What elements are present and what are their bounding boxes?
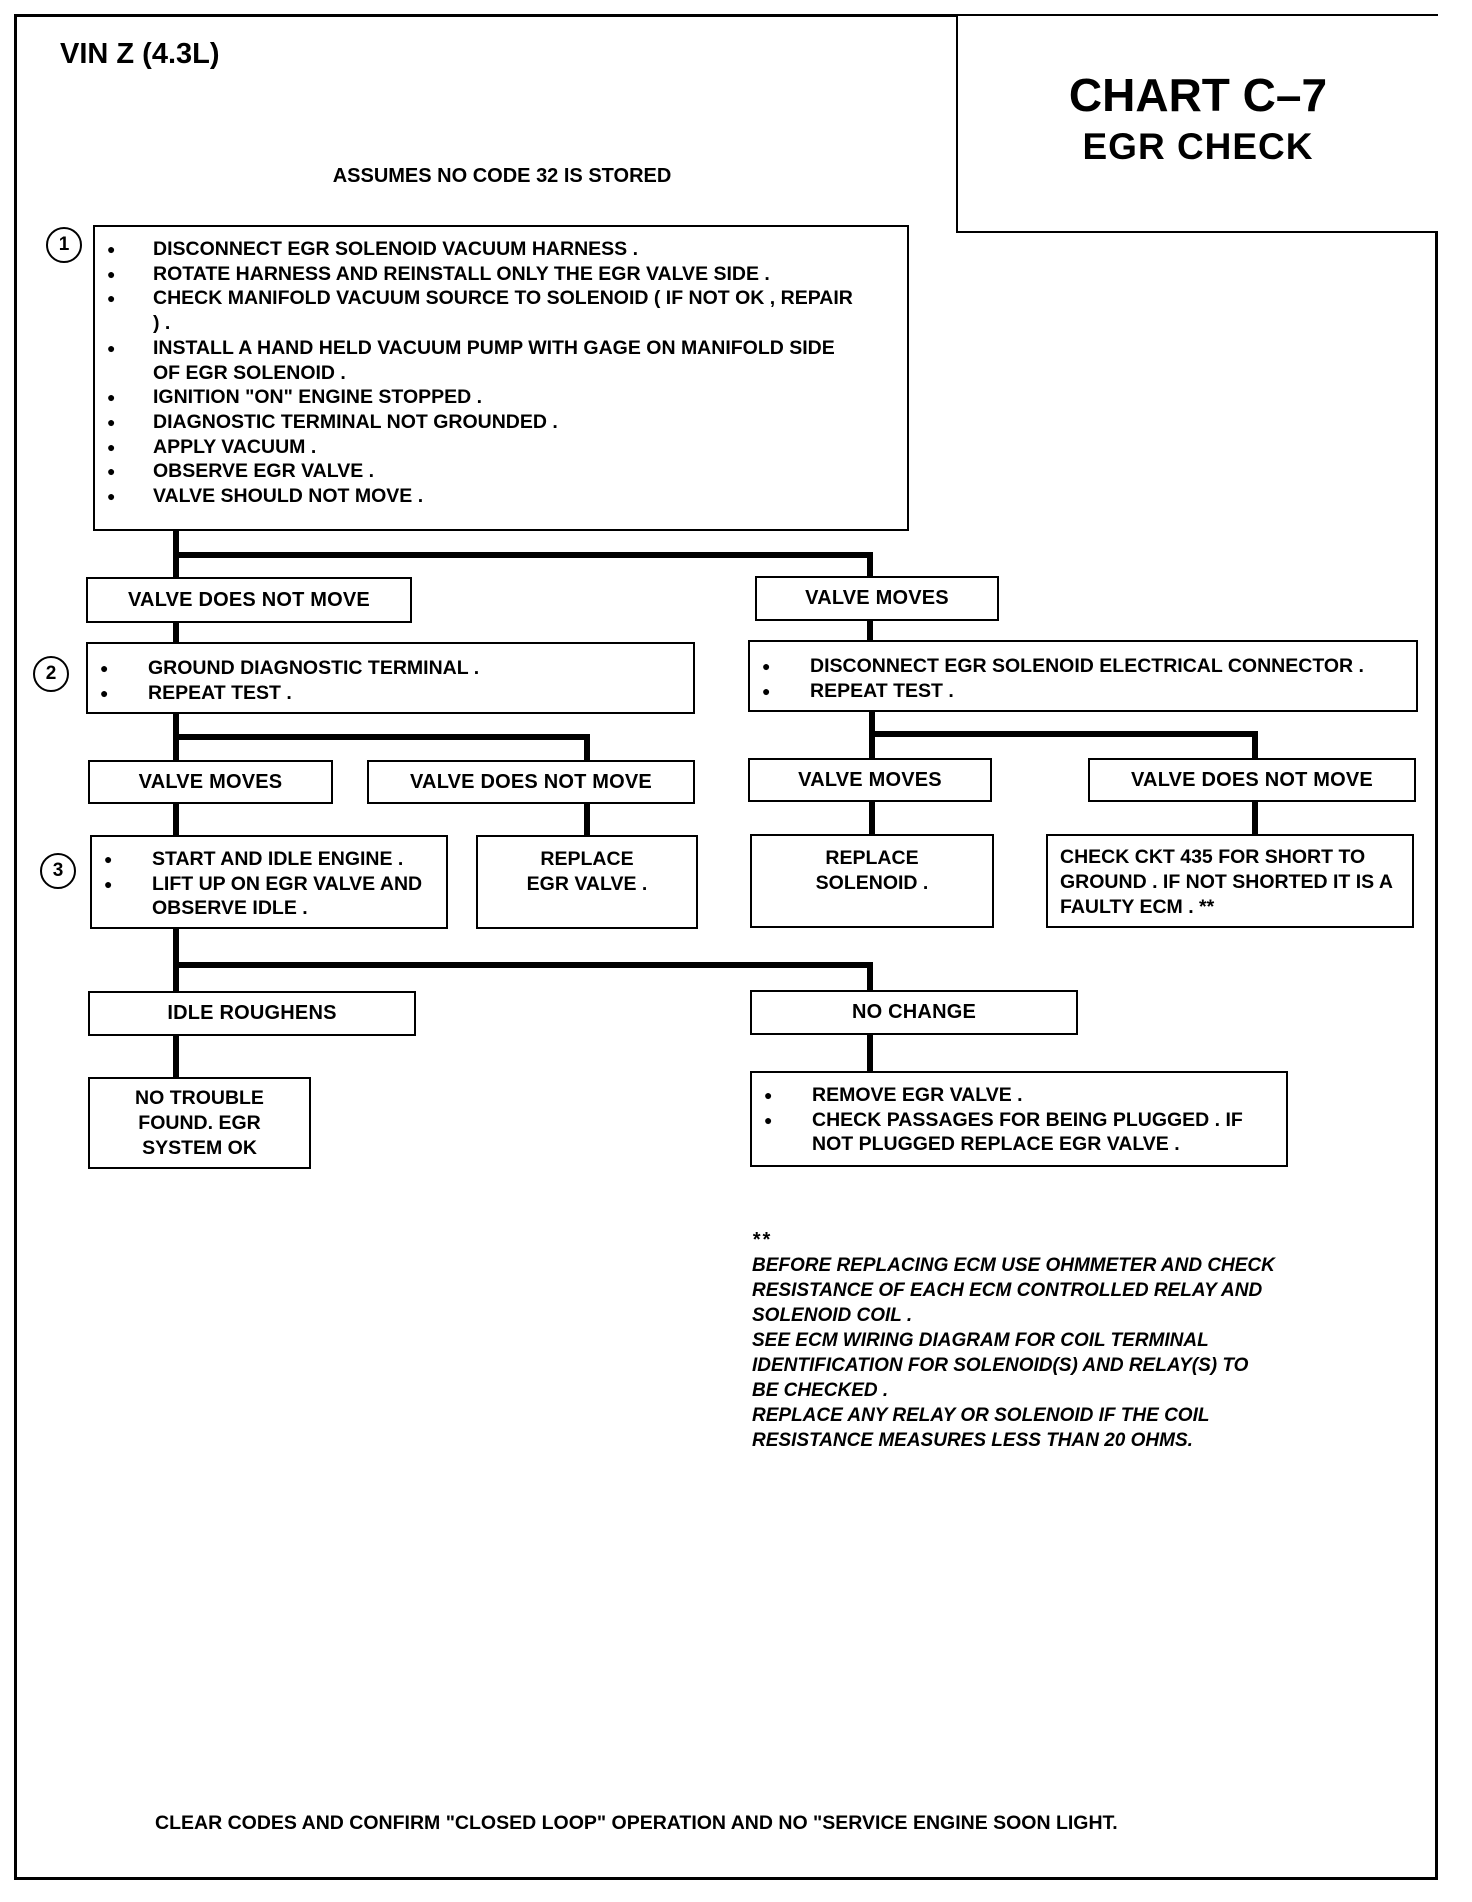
disconnect-list: DISCONNECT EGR SOLENOID ELECTRICAL CONNE… — [750, 654, 1406, 703]
valve-does-not-move-label: VALVE DOES NOT MOVE — [86, 577, 412, 623]
step-number-2: 2 — [33, 656, 69, 692]
ecm-note: ** BEFORE REPLACING ECM USE OHMMETER AND… — [752, 1228, 1392, 1453]
connector — [867, 962, 873, 992]
connector — [173, 804, 179, 836]
assumption-text: ASSUMES NO CODE 32 IS STORED — [332, 165, 672, 187]
connector — [173, 734, 590, 740]
note-line: REPLACE ANY RELAY OR SOLENOID IF THE COI… — [752, 1405, 1210, 1426]
chart-title: CHART C–7 — [1068, 69, 1328, 121]
connector — [1252, 731, 1258, 760]
chart-subtitle: EGR CHECK — [1082, 126, 1314, 167]
page-frame — [14, 14, 1438, 1880]
note-line: RESISTANCE MEASURES LESS THAN 20 OHMS. — [752, 1430, 1193, 1451]
connector — [1252, 802, 1258, 834]
step1-list: DISCONNECT EGR SOLENOID VACUUM HARNESS .… — [95, 237, 897, 509]
disconnect-item: DISCONNECT EGR SOLENOID ELECTRICAL CONNE… — [750, 654, 1406, 679]
connector — [584, 804, 590, 836]
no-trouble-box: NO TROUBLE FOUND. EGR SYSTEM OK — [88, 1077, 311, 1169]
idle-roughens-label: IDLE ROUGHENS — [88, 991, 416, 1036]
step1-item: DISCONNECT EGR SOLENOID VACUUM HARNESS . — [95, 237, 897, 262]
note-line: IDENTIFICATION FOR SOLENOID(S) AND RELAY… — [752, 1355, 1249, 1376]
step1-item: VALVE SHOULD NOT MOVE . — [95, 484, 897, 509]
note-line: BEFORE REPLACING ECM USE OHMMETER AND CH… — [752, 1255, 1275, 1276]
remove-egr-item: REMOVE EGR VALVE . — [752, 1083, 1276, 1108]
connector — [173, 552, 873, 558]
remove-egr-list: REMOVE EGR VALVE . CHECK PASSAGES FOR BE… — [752, 1083, 1276, 1157]
note-line: RESISTANCE OF EACH ECM CONTROLLED RELAY … — [752, 1280, 1263, 1301]
step1-item: OBSERVE EGR VALVE . — [95, 459, 897, 484]
connector — [173, 1036, 179, 1078]
step1-box: DISCONNECT EGR SOLENOID VACUUM HARNESS .… — [93, 225, 909, 531]
step1-item: INSTALL A HAND HELD VACUUM PUMP WITH GAG… — [95, 336, 897, 385]
step-number-3: 3 — [40, 853, 76, 889]
vin-label: VIN Z (4.3L) — [60, 38, 220, 70]
connector — [584, 734, 590, 762]
step1-item: CHECK MANIFOLD VACUUM SOURCE TO SOLENOID… — [95, 286, 897, 335]
l-valve-moves-label: VALVE MOVES — [88, 760, 333, 804]
r-valve-moves-label: VALVE MOVES — [748, 758, 992, 802]
check-ckt-box: CHECK CKT 435 FOR SHORT TO GROUND . IF N… — [1046, 834, 1414, 928]
connector — [869, 802, 875, 834]
no-change-label: NO CHANGE — [750, 990, 1078, 1035]
connector — [867, 1035, 873, 1077]
connector — [173, 623, 179, 643]
note-line: BE CHECKED . — [752, 1380, 889, 1401]
step2-item: REPEAT TEST . — [88, 681, 683, 706]
replace-solenoid-box: REPLACE SOLENOID . — [750, 834, 994, 928]
l-valve-does-not-move-label: VALVE DOES NOT MOVE — [367, 760, 695, 804]
disconnect-item: REPEAT TEST . — [750, 679, 1406, 704]
connector — [173, 929, 179, 993]
replace-egr-valve-box: REPLACE EGR VALVE . — [476, 835, 698, 929]
footer-instruction: CLEAR CODES AND CONFIRM "CLOSED LOOP" OP… — [155, 1812, 1118, 1834]
connector — [867, 552, 873, 578]
step2-item: GROUND DIAGNOSTIC TERMINAL . — [88, 656, 683, 681]
step3-box: START AND IDLE ENGINE . LIFT UP ON EGR V… — [90, 835, 448, 929]
remove-egr-box: REMOVE EGR VALVE . CHECK PASSAGES FOR BE… — [750, 1071, 1288, 1167]
step2-list: GROUND DIAGNOSTIC TERMINAL . REPEAT TEST… — [88, 656, 683, 705]
remove-egr-item: CHECK PASSAGES FOR BEING PLUGGED . IF NO… — [752, 1108, 1276, 1157]
step-number-1: 1 — [46, 227, 82, 263]
step3-item: START AND IDLE ENGINE . — [92, 847, 438, 872]
step2-box: GROUND DIAGNOSTIC TERMINAL . REPEAT TEST… — [86, 642, 695, 714]
note-line: SEE ECM WIRING DIAGRAM FOR COIL TERMINAL — [752, 1330, 1209, 1351]
note-line: SOLENOID COIL . — [752, 1305, 913, 1326]
step1-item: DIAGNOSTIC TERMINAL NOT GROUNDED . — [95, 410, 897, 435]
step1-item: APPLY VACUUM . — [95, 435, 897, 460]
title-box: CHART C–7 EGR CHECK — [956, 16, 1438, 233]
connector — [867, 621, 873, 641]
note-marker: ** — [752, 1229, 772, 1251]
connector — [173, 962, 873, 968]
valve-moves-label: VALVE MOVES — [755, 576, 999, 621]
step3-item: LIFT UP ON EGR VALVE AND OBSERVE IDLE . — [92, 872, 438, 921]
step1-item: IGNITION "ON" ENGINE STOPPED . — [95, 385, 897, 410]
connector — [869, 731, 1258, 737]
r-valve-does-not-move-label: VALVE DOES NOT MOVE — [1088, 758, 1416, 802]
disconnect-connector-box: DISCONNECT EGR SOLENOID ELECTRICAL CONNE… — [748, 640, 1418, 712]
step3-list: START AND IDLE ENGINE . LIFT UP ON EGR V… — [92, 847, 438, 921]
step1-item: ROTATE HARNESS AND REINSTALL ONLY THE EG… — [95, 262, 897, 287]
